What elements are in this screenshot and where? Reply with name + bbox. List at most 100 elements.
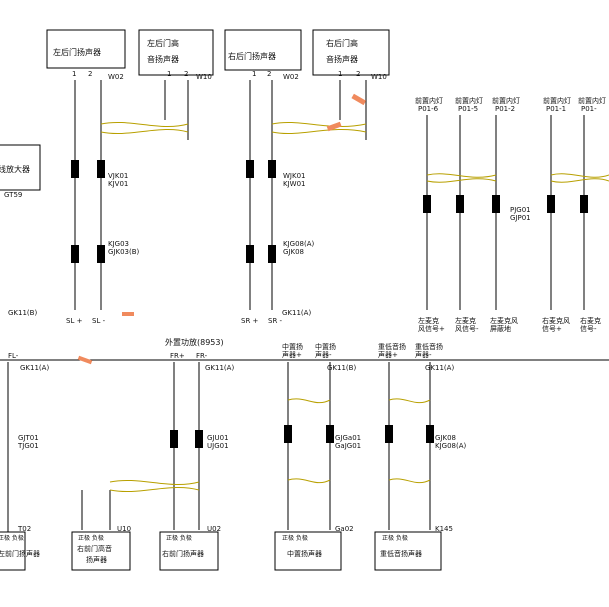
- wires-bottom: [7, 362, 431, 545]
- conn-gjk08b: GJK08: [435, 434, 456, 442]
- conn-u10: U10: [117, 525, 131, 533]
- mic-labels: 左麦克 风信号+ 左麦克 风信号- 左麦克风 屏蔽地 右麦克风 信号+ 右麦克 …: [418, 316, 601, 333]
- svg-text:前置内灯: 前置内灯: [492, 96, 520, 105]
- svg-text:屏蔽地: 屏蔽地: [490, 324, 511, 333]
- sub-minus-l1: 重低音扬: [415, 342, 443, 351]
- center-plus-l2: 声器+: [282, 350, 302, 359]
- conn-tjg01: TJG01: [17, 442, 39, 450]
- box-subwoofer-poles: 正极 负极: [382, 534, 408, 542]
- pin-2: 2: [88, 70, 92, 78]
- conn-kjg08a: KJG08(A): [283, 240, 315, 248]
- conn-kjg03: KJG03: [108, 240, 129, 248]
- svg-text:右麦克: 右麦克: [580, 316, 601, 325]
- box-left-rear-door-speaker-label: 左后门扬声器: [53, 47, 101, 57]
- pin-1b: 1: [167, 70, 171, 78]
- twisted-pairs-bottom: [109, 398, 431, 493]
- conn-k145: K145: [435, 525, 453, 533]
- svg-text:前置内灯: 前置内灯: [543, 96, 571, 105]
- svg-text:信号-: 信号-: [580, 324, 597, 333]
- conn-u02: U02: [207, 525, 221, 533]
- svg-text:P01-1: P01-1: [546, 105, 566, 113]
- svg-text:左麦克风: 左麦克风: [490, 316, 518, 325]
- conn-kjv01: KJV01: [108, 180, 128, 188]
- pin-2d: 2: [356, 70, 360, 78]
- sr-plus: SR +: [241, 317, 259, 325]
- conn-gajg01: GaJG01: [335, 442, 361, 450]
- conn-ga02: Ga02: [335, 525, 354, 533]
- accent-marks: [77, 93, 367, 365]
- box-right-rear-tweeter-label2: 音扬声器: [326, 54, 358, 64]
- sub-plus-l2: 声器+: [378, 350, 398, 359]
- box-right-rear-tweeter-label1: 右后门高: [326, 38, 358, 48]
- sl-plus: SL +: [66, 317, 83, 325]
- svg-text:P01-5: P01-5: [458, 105, 478, 113]
- svg-text:P01-2: P01-2: [495, 105, 515, 113]
- lamp-labels: 前置内灯 P01-6 前置内灯 P01-5 前置内灯 P01-2 前置内灯 P0…: [415, 96, 606, 113]
- box-right-rear-tweeter: [312, 29, 390, 76]
- box-right-front-speaker-label: 右前门扬声器: [162, 549, 204, 558]
- svg-text:风信号-: 风信号-: [455, 324, 479, 333]
- svg-text:P01-: P01-: [581, 105, 597, 113]
- conn-w02b: W02: [283, 73, 299, 81]
- amp-box-label: 线放大器: [0, 164, 30, 174]
- box-right-front-tweeter-label2: 扬声器: [86, 555, 107, 564]
- fuse-blocks-bottom: [170, 425, 434, 448]
- pin-2b: 2: [184, 70, 188, 78]
- box-left-rear-tweeter: [138, 29, 214, 76]
- pin-2c: 2: [267, 70, 271, 78]
- box-right-front-tweeter: [71, 531, 131, 571]
- pin-1c: 1: [252, 70, 256, 78]
- conn-gjt01: GJT01: [18, 434, 39, 442]
- conn-ujg01: UJG01: [207, 442, 229, 450]
- fr-minus-label: FR-: [196, 352, 208, 360]
- sub-plus-l1: 重低音扬: [378, 342, 406, 351]
- box-center-speaker-poles: 正极 负极: [282, 534, 308, 542]
- conn-gk11a-m: GK11(A): [205, 364, 234, 372]
- svg-text:前置内灯: 前置内灯: [455, 96, 483, 105]
- conn-gk11b: GK11(B): [8, 309, 37, 317]
- conn-gjp01: GJP01: [510, 214, 531, 222]
- box-left-front-speaker-poles: 正极 负极: [0, 534, 24, 542]
- conn-wjk01: WJK01: [283, 172, 305, 180]
- svg-text:左麦克: 左麦克: [455, 316, 476, 325]
- box-center-speaker: [274, 531, 342, 571]
- box-left-rear-tweeter-label1: 左后门高: [147, 38, 179, 48]
- box-right-front-speaker: [159, 531, 219, 571]
- box-left-front-speaker: [0, 531, 26, 571]
- conn-gk11b-c: GK11(B): [327, 364, 356, 372]
- svg-text:风信号+: 风信号+: [418, 324, 445, 333]
- conn-gk11a-l: GK11(A): [20, 364, 49, 372]
- conn-gjga01: GJGa01: [335, 434, 361, 442]
- conn-gju01: GJU01: [207, 434, 229, 442]
- svg-text:右麦克风: 右麦克风: [542, 316, 570, 325]
- sl-minus: SL -: [92, 317, 106, 325]
- fl-minus-label: FL-: [8, 352, 19, 360]
- conn-gk11a-r: GK11(A): [425, 364, 454, 372]
- twisted-pairs-right: [426, 173, 609, 183]
- center-minus-l1: 中置扬: [315, 342, 336, 351]
- conn-kjg08b: KJG08(A): [435, 442, 467, 450]
- box-left-front-speaker-label: 左前门扬声器: [0, 549, 40, 558]
- conn-w10b: W10: [371, 73, 387, 81]
- conn-vjk01: VJK01: [108, 172, 128, 180]
- amp-box: [0, 144, 41, 191]
- svg-text:P01-6: P01-6: [418, 105, 439, 113]
- conn-kjw01: KJW01: [283, 180, 305, 188]
- svg-text:前置内灯: 前置内灯: [415, 96, 443, 105]
- conn-gjk03b: GJK03(B): [108, 248, 140, 256]
- box-subwoofer: [374, 531, 442, 571]
- conn-gk11a-top: GK11(A): [282, 309, 311, 317]
- twisted-pairs: [100, 121, 367, 135]
- box-right-rear-door-speaker: [224, 29, 302, 71]
- conn-pjg01: PJG01: [510, 206, 531, 214]
- conn-gjk08: GJK08: [283, 248, 304, 256]
- box-right-rear-door-speaker-label: 右后门扬声器: [228, 51, 276, 61]
- wires-top-right: [426, 115, 585, 310]
- sr-minus: SR -: [268, 317, 283, 325]
- box-left-rear-door-speaker: [46, 29, 126, 69]
- center-plus-l1: 中置扬: [282, 342, 303, 351]
- wires-top: [74, 80, 367, 310]
- sub-minus-l2: 声器-: [415, 350, 432, 359]
- pin-1: 1: [72, 70, 76, 78]
